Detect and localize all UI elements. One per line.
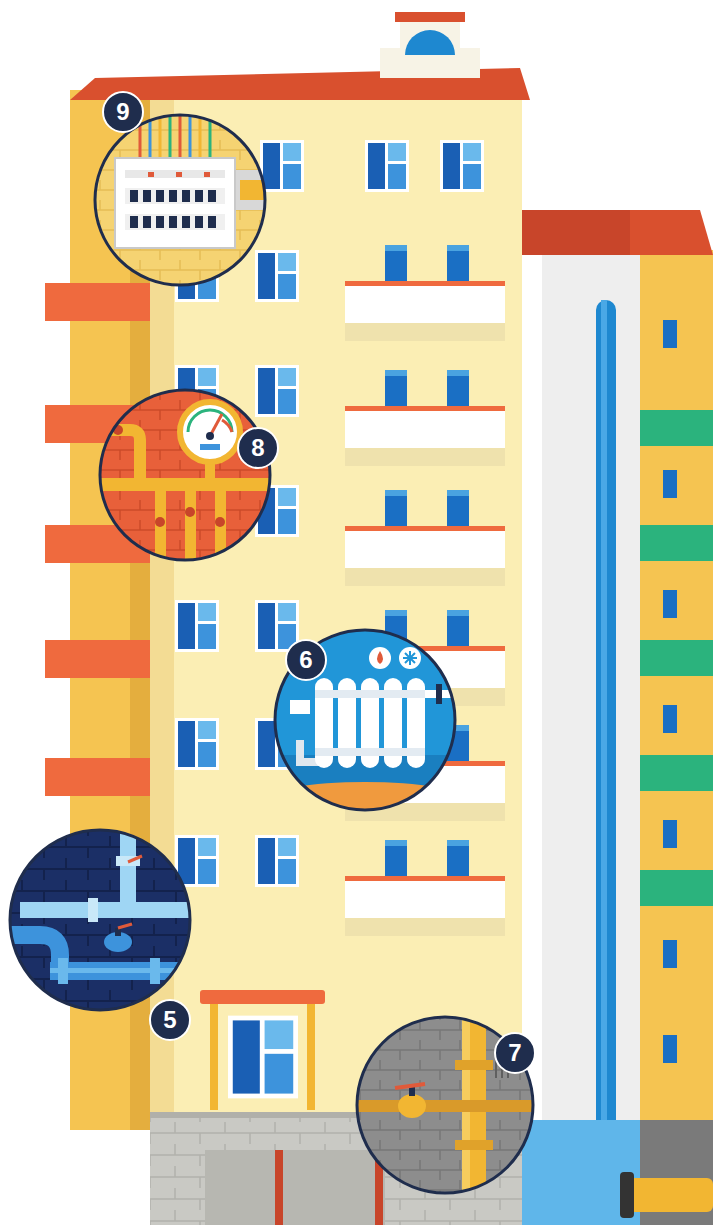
callout-number: 7 xyxy=(494,1032,536,1074)
callout-number: 5 xyxy=(149,999,191,1041)
callout-number: 6 xyxy=(285,639,327,681)
callout-number: 9 xyxy=(102,91,144,133)
callout-number: 8 xyxy=(237,427,279,469)
